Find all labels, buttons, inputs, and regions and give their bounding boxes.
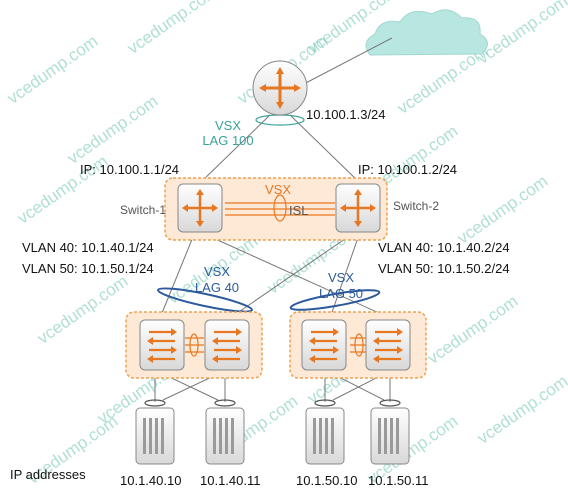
server-icon-3 (305, 399, 345, 465)
switch-2-icon (335, 183, 381, 233)
server-ip-1: 10.1.40.10 (120, 473, 182, 488)
lag-40-ellipse (157, 287, 253, 313)
access-isl-links (185, 337, 368, 353)
access-isl-ellipse-right (354, 333, 364, 357)
isl-ellipse (273, 194, 287, 222)
ip-addresses-label: IP addresses (10, 467, 86, 482)
vsx-lag-50-line2: LAG 50 (318, 286, 364, 301)
vsx-lag-40-line1: VSX (203, 264, 230, 279)
access-switch-icon-right-a (301, 319, 347, 371)
isl-link (225, 202, 335, 216)
switch-2-ip-label: IP: 10.100.1.2/24 (358, 162, 458, 177)
switch-1-icon (177, 183, 223, 233)
router-ip-label: 10.100.1.3/24 (306, 107, 386, 122)
vsx-lag-50-line1: VSX (327, 270, 354, 285)
router-icon (252, 60, 308, 116)
server-icon-1 (135, 399, 175, 465)
access-switch-icon-right-b (365, 319, 411, 371)
vsx-lag-100-line1: VSX (214, 118, 241, 133)
lag-50-ellipse (289, 289, 381, 311)
vsx-lag-40-line2: LAG 40 (194, 280, 240, 295)
server-ip-3: 10.1.50.10 (296, 473, 358, 488)
server-icon-4 (370, 399, 410, 465)
vsx-isl-label: ISL (289, 203, 309, 218)
vsx-lag-100-line2: LAG 100 (202, 133, 254, 148)
access-switch-icon-left-b (204, 319, 250, 371)
switch-1-ip-label: IP: 10.100.1.1/24 (80, 162, 180, 177)
access-isl-ellipse-left (189, 333, 199, 357)
switch-2-vlan50-label: VLAN 50: 10.1.50.2/24 (378, 261, 510, 276)
switch-1-name: Switch-1 (120, 203, 167, 217)
access-switch-icon-left-a (139, 319, 185, 371)
switch-1-vlan50-label: VLAN 50: 10.1.50.1/24 (22, 261, 154, 276)
server-ip-4: 10.1.50.11 (368, 473, 429, 488)
server-icon-2 (205, 399, 245, 465)
server-ip-2: 10.1.40.11 (200, 473, 261, 488)
vsx-isl-vsx-label: VSX (265, 182, 292, 197)
cloud-icon (365, 9, 488, 56)
lag-100-ellipse (255, 114, 305, 126)
switch-2-vlan40-label: VLAN 40: 10.1.40.2/24 (378, 240, 510, 255)
switch-2-name: Switch-2 (393, 199, 440, 213)
switch-1-vlan40-label: VLAN 40: 10.1.40.1/24 (22, 240, 154, 255)
